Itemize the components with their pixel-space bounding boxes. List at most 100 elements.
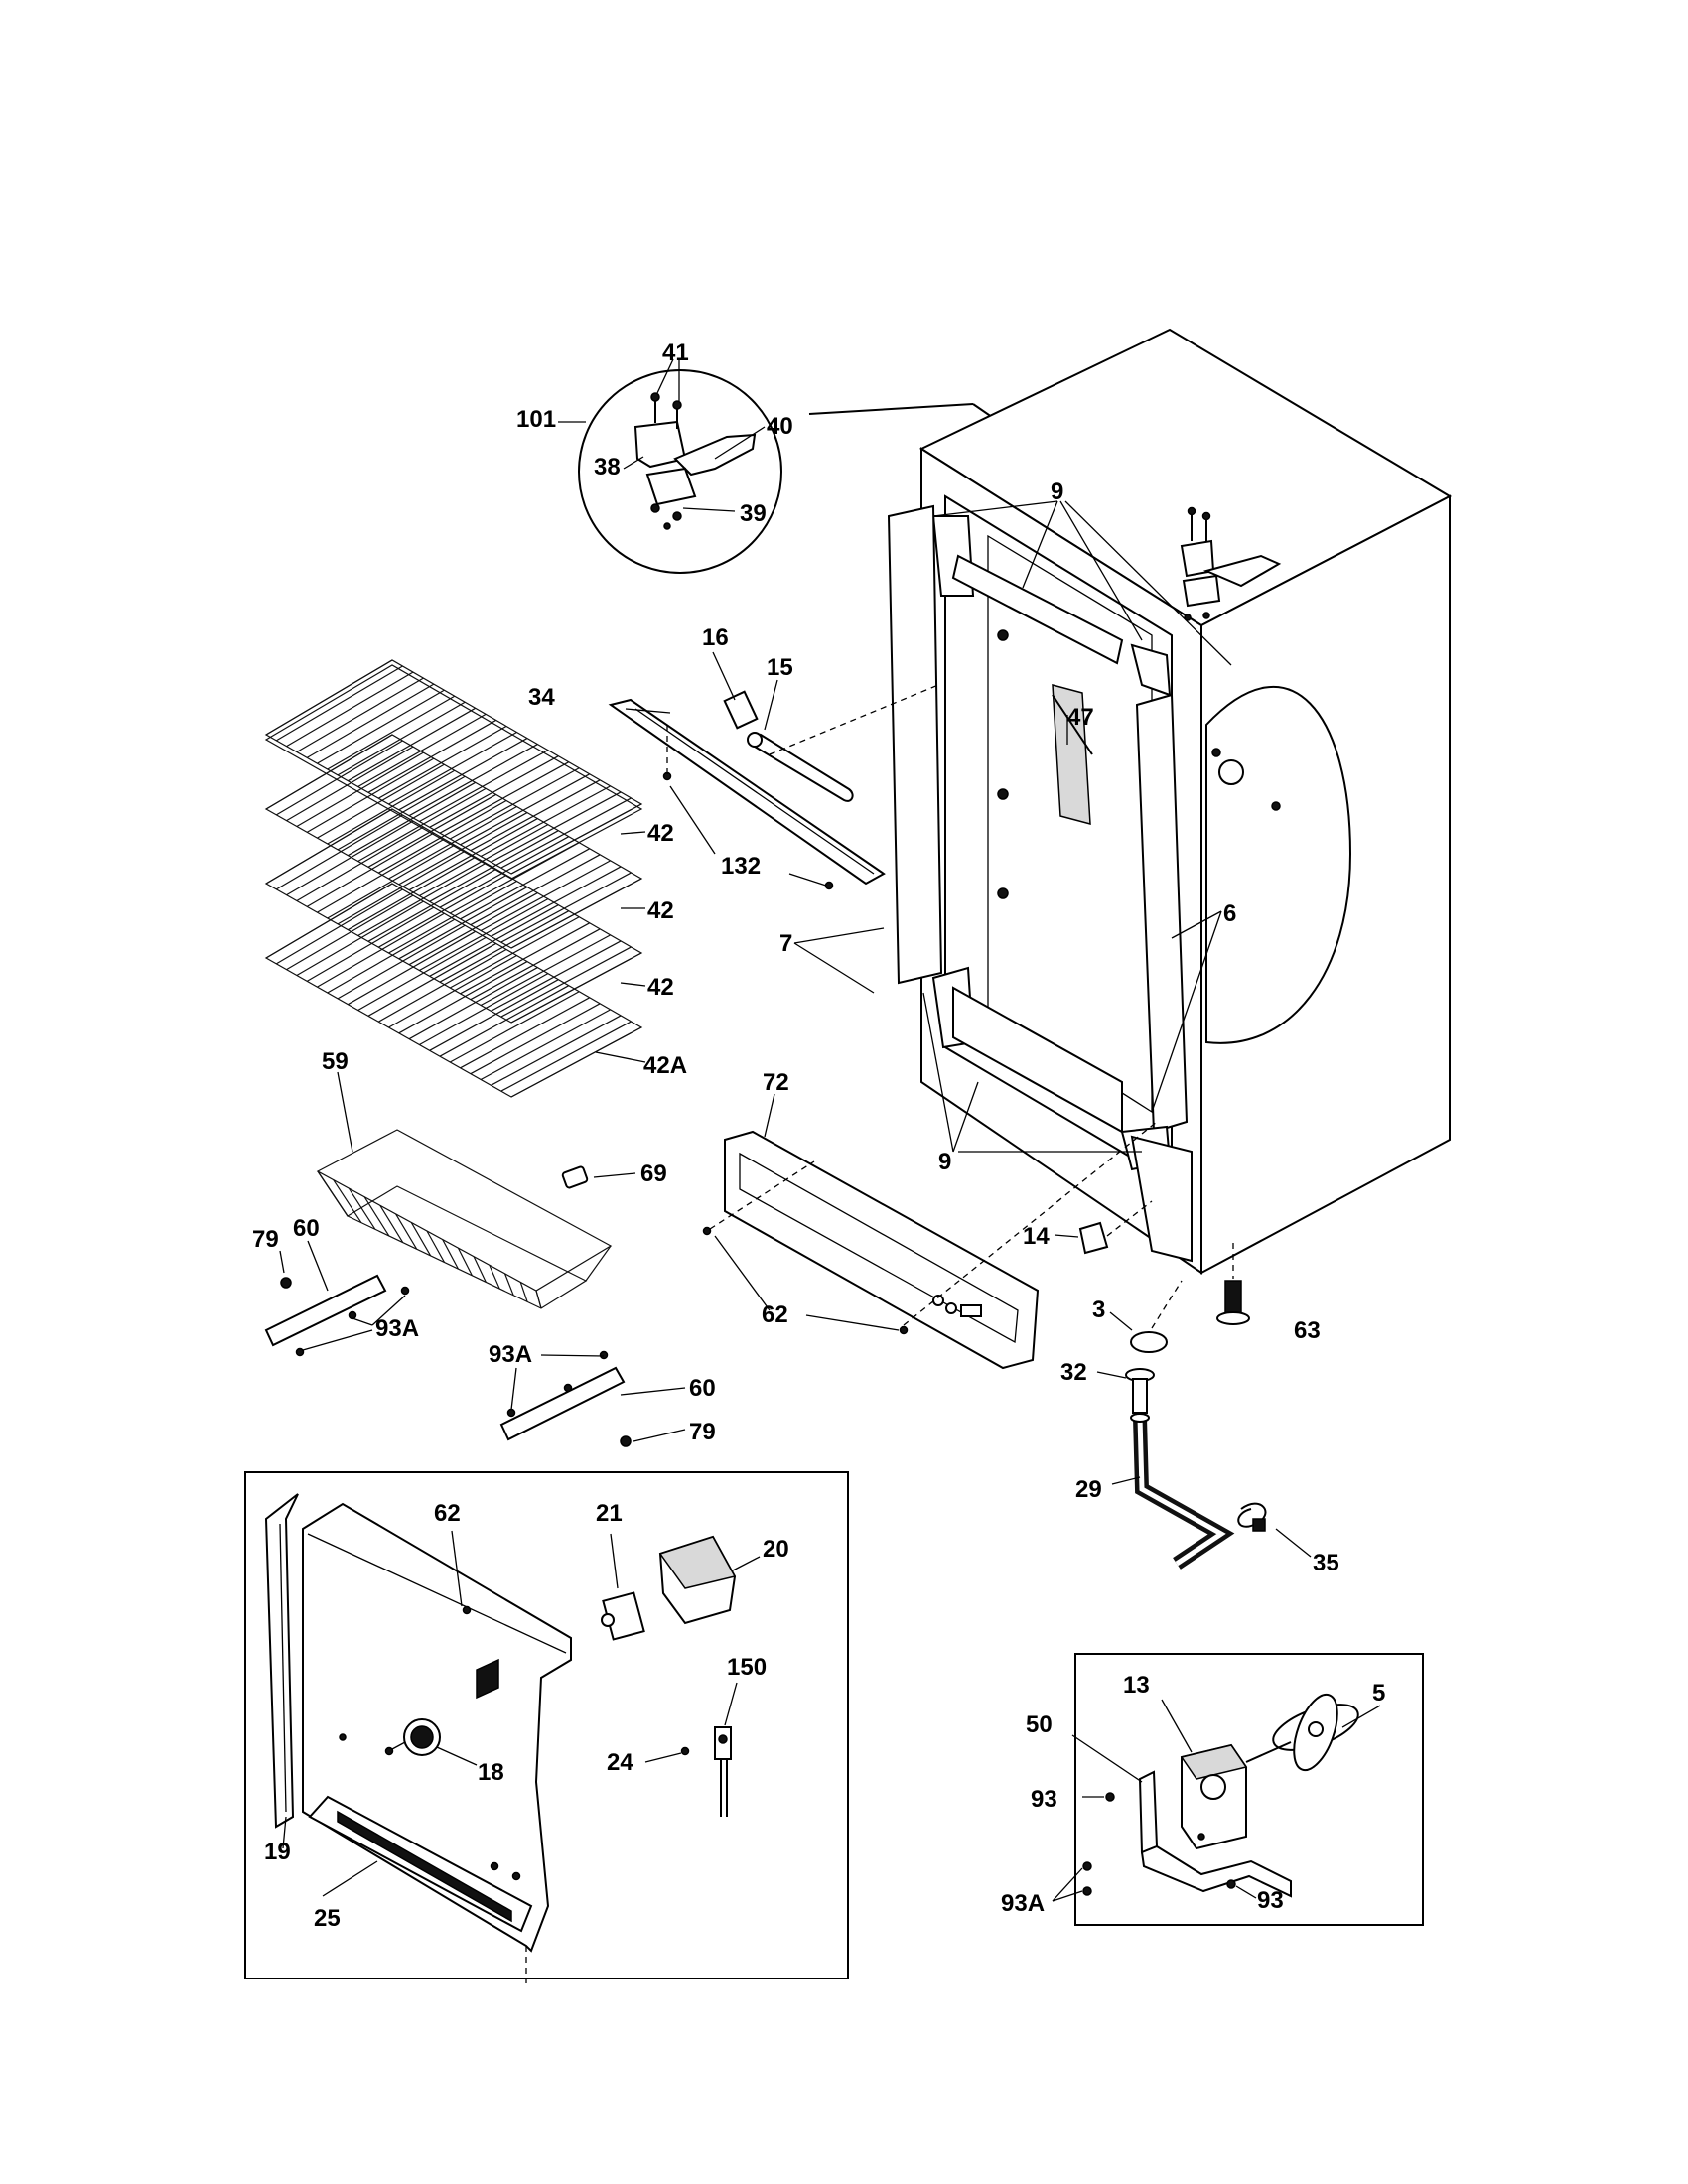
wire-shelves: [264, 659, 646, 1098]
callout-93A-fan: 93A: [1001, 1890, 1045, 1917]
shelf-wire: [275, 665, 403, 742]
callout-21: 21: [596, 1500, 623, 1527]
basket-wire: [519, 1282, 528, 1302]
shelf-wire: [419, 824, 549, 897]
callout-42-2: 42: [647, 897, 674, 924]
shelf-wire: [398, 738, 528, 811]
callout-14: 14: [1023, 1223, 1050, 1250]
shelf-wire: [337, 850, 466, 925]
shelf-wire: [296, 751, 424, 828]
shelf-wire: [265, 659, 393, 736]
shelf-wire: [429, 904, 559, 977]
hinge-detail-inset: [558, 358, 1188, 574]
shelf-wire: [460, 848, 590, 920]
shelf-wire: [337, 924, 466, 1000]
shelf-wire: [510, 878, 642, 949]
shelf-wire: [317, 838, 445, 913]
callout-5: 5: [1372, 1680, 1385, 1706]
shelf-wire: [510, 1026, 642, 1098]
callout-93-left: 93: [1031, 1786, 1057, 1813]
callout-9-top: 9: [1051, 478, 1063, 505]
shelf-wire: [449, 991, 580, 1063]
shelf-wire: [265, 734, 393, 810]
shelf-wire: [348, 930, 476, 1006]
shelf-wire: [429, 830, 559, 902]
callout-38: 38: [594, 454, 621, 480]
shelf-wire: [408, 892, 538, 966]
basket-wire: [317, 1170, 349, 1217]
shelf-wire: [470, 854, 601, 926]
callout-50: 50: [1026, 1711, 1053, 1738]
toe-grille: [702, 1093, 1158, 1370]
shelf-wire: [429, 979, 559, 1051]
shelf-wire: [286, 894, 414, 971]
shelf-wire: [367, 868, 496, 942]
callout-16: 16: [702, 624, 729, 651]
shelf-wire: [306, 683, 435, 758]
shelf-wire: [491, 866, 622, 937]
shelf-wire: [510, 952, 642, 1024]
shelf-wire: [357, 936, 487, 1012]
basket-wire: [504, 1273, 514, 1296]
shelf-wire: [449, 842, 580, 914]
callout-34: 34: [528, 684, 555, 711]
shelf-wire: [377, 799, 507, 874]
callout-79-right: 79: [689, 1419, 716, 1445]
shelf-wire: [480, 1009, 611, 1081]
shelf-wire: [419, 898, 549, 972]
shelf-wire: [480, 785, 611, 858]
shelf-wire: [377, 725, 507, 799]
shelf-wire: [500, 797, 632, 869]
basket-wire: [535, 1290, 542, 1309]
callout-32: 32: [1060, 1359, 1087, 1386]
shelf-wire: [439, 836, 570, 908]
shelf-wire: [500, 946, 632, 1018]
callout-24: 24: [607, 1749, 633, 1776]
shelf-wire: [408, 818, 538, 891]
callout-20: 20: [763, 1536, 789, 1563]
shelf-wire: [388, 954, 517, 1028]
basket-wire: [473, 1256, 487, 1283]
basket-wire: [489, 1265, 500, 1290]
cabinet: [793, 328, 1453, 1325]
shelf-wire: [348, 781, 476, 857]
shelf-wire: [265, 808, 393, 885]
fan-motor-inset: [1052, 1653, 1424, 1926]
callout-15: 15: [767, 654, 793, 681]
shelf-wire: [408, 744, 538, 817]
shelf-wire: [317, 689, 445, 764]
callout-labels: 101 41 38 40 39 9 16 15 34 47 42 42 42 4…: [252, 340, 1385, 1932]
shelf-wire: [337, 701, 466, 776]
shelf-wire: [348, 707, 476, 782]
shelf-wire: [408, 967, 538, 1040]
shelf-wire: [398, 961, 528, 1034]
shelf-wire: [286, 671, 414, 748]
shelf-wire: [275, 888, 403, 965]
callout-40: 40: [767, 413, 793, 440]
callout-79-left: 79: [252, 1226, 279, 1253]
callout-63: 63: [1294, 1317, 1321, 1344]
basket-slides: [264, 1240, 686, 1447]
shelf-wire: [388, 731, 517, 805]
shelf-wire: [296, 826, 424, 902]
basket-wire: [348, 1187, 376, 1230]
shelf-wire: [367, 793, 496, 868]
callout-101: 101: [516, 406, 556, 433]
shelf-wire: [398, 812, 528, 886]
callout-25: 25: [314, 1905, 341, 1932]
shelf-wire: [439, 910, 570, 983]
shelf-wire: [275, 740, 403, 816]
callout-69: 69: [640, 1160, 667, 1187]
shelf-wire: [429, 755, 559, 828]
callout-62-grille: 62: [762, 1301, 788, 1328]
shelf-wire: [460, 922, 590, 995]
shelf-wire: [388, 805, 517, 880]
shelf-wire: [491, 940, 622, 1012]
callout-7: 7: [779, 930, 792, 957]
callout-60-left: 60: [293, 1215, 320, 1242]
shelf-wire: [367, 719, 496, 793]
shelf-wire: [327, 695, 456, 770]
shelf-wire: [286, 746, 414, 822]
control-panel-inset: [244, 1471, 849, 1983]
